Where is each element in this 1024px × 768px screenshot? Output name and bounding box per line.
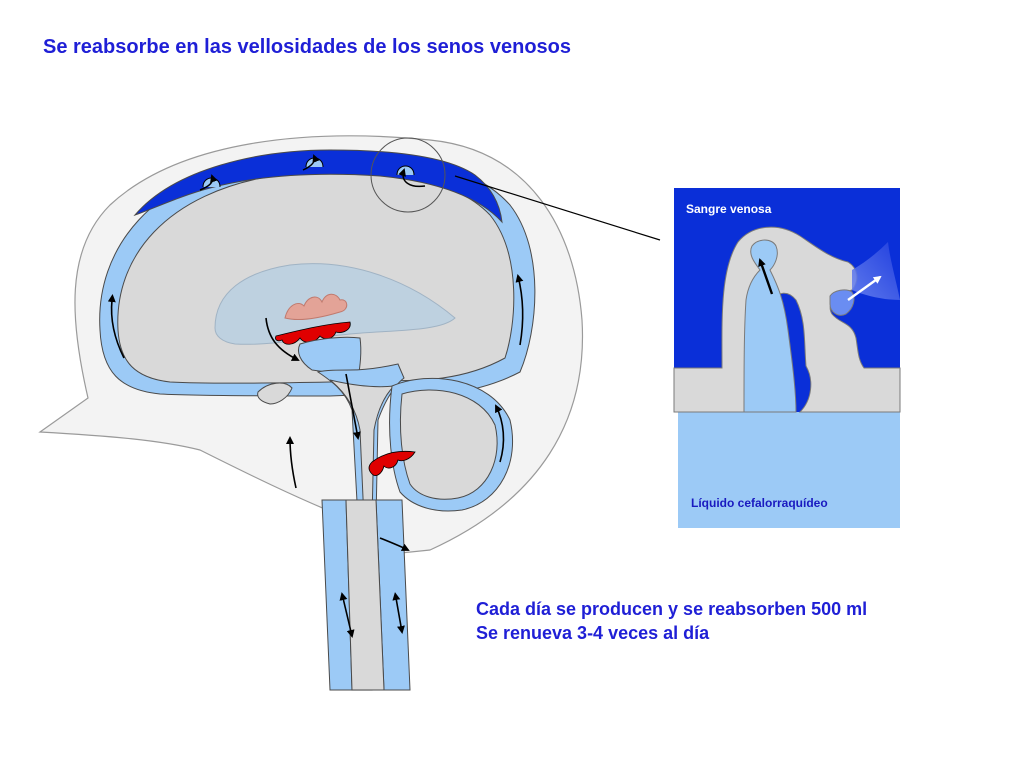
cerebellum	[399, 389, 498, 500]
flow-arrow-left-cortex	[107, 294, 125, 359]
inset-label-csf: Líquido cefalorraquídeo	[691, 496, 828, 510]
magnifier-connector-line	[454, 175, 661, 241]
note-renewal-rate: Se renueva 3-4 veces al día	[476, 623, 710, 643]
note-daily-production: Cada día se producen y se reabsorben 500…	[476, 599, 868, 619]
villus-flow-arrow-3	[398, 168, 426, 188]
villus-flow-arrow-2	[302, 154, 320, 171]
flow-arrow-spinal-left	[339, 592, 355, 638]
inset-label-venous-blood: Sangre venosa	[686, 202, 772, 216]
inset-blood-flow-glow	[852, 242, 900, 300]
foramen-flow-arrow	[265, 317, 300, 361]
choroid-plexus-lateral	[284, 293, 348, 321]
flow-arrow-cerebellum	[495, 404, 505, 463]
flow-arrow-spinal-right	[392, 592, 405, 634]
flow-arrow-aqueduct	[345, 373, 361, 440]
villus-flow-arrow-1	[199, 174, 218, 191]
choroid-plexus-third-ventricle	[275, 321, 351, 345]
pituitary-region	[257, 382, 293, 405]
notes-block: Cada día se producen y se reabsorben 500…	[476, 597, 867, 645]
inset-black-arrow	[758, 258, 774, 295]
choroid-plexus-fourth-ventricle	[368, 450, 416, 476]
slide-title: Se reabsorbe en las vellosidades de los …	[43, 36, 572, 58]
flow-arrow-right-cortex	[515, 274, 524, 346]
flow-arrow-prepontine	[286, 436, 297, 489]
inset-csf	[678, 412, 900, 528]
inset-white-arrow	[847, 275, 882, 301]
inset-dura-membrane	[673, 226, 901, 413]
inset-villus-lumen	[829, 289, 855, 316]
magnified-inset: Sangre venosa Líquido cefalorraquídeo	[673, 188, 901, 528]
flow-arrow-fourth-outlet	[379, 537, 410, 551]
inset-villus-channel	[743, 239, 797, 413]
magnifier-circle	[370, 137, 446, 213]
